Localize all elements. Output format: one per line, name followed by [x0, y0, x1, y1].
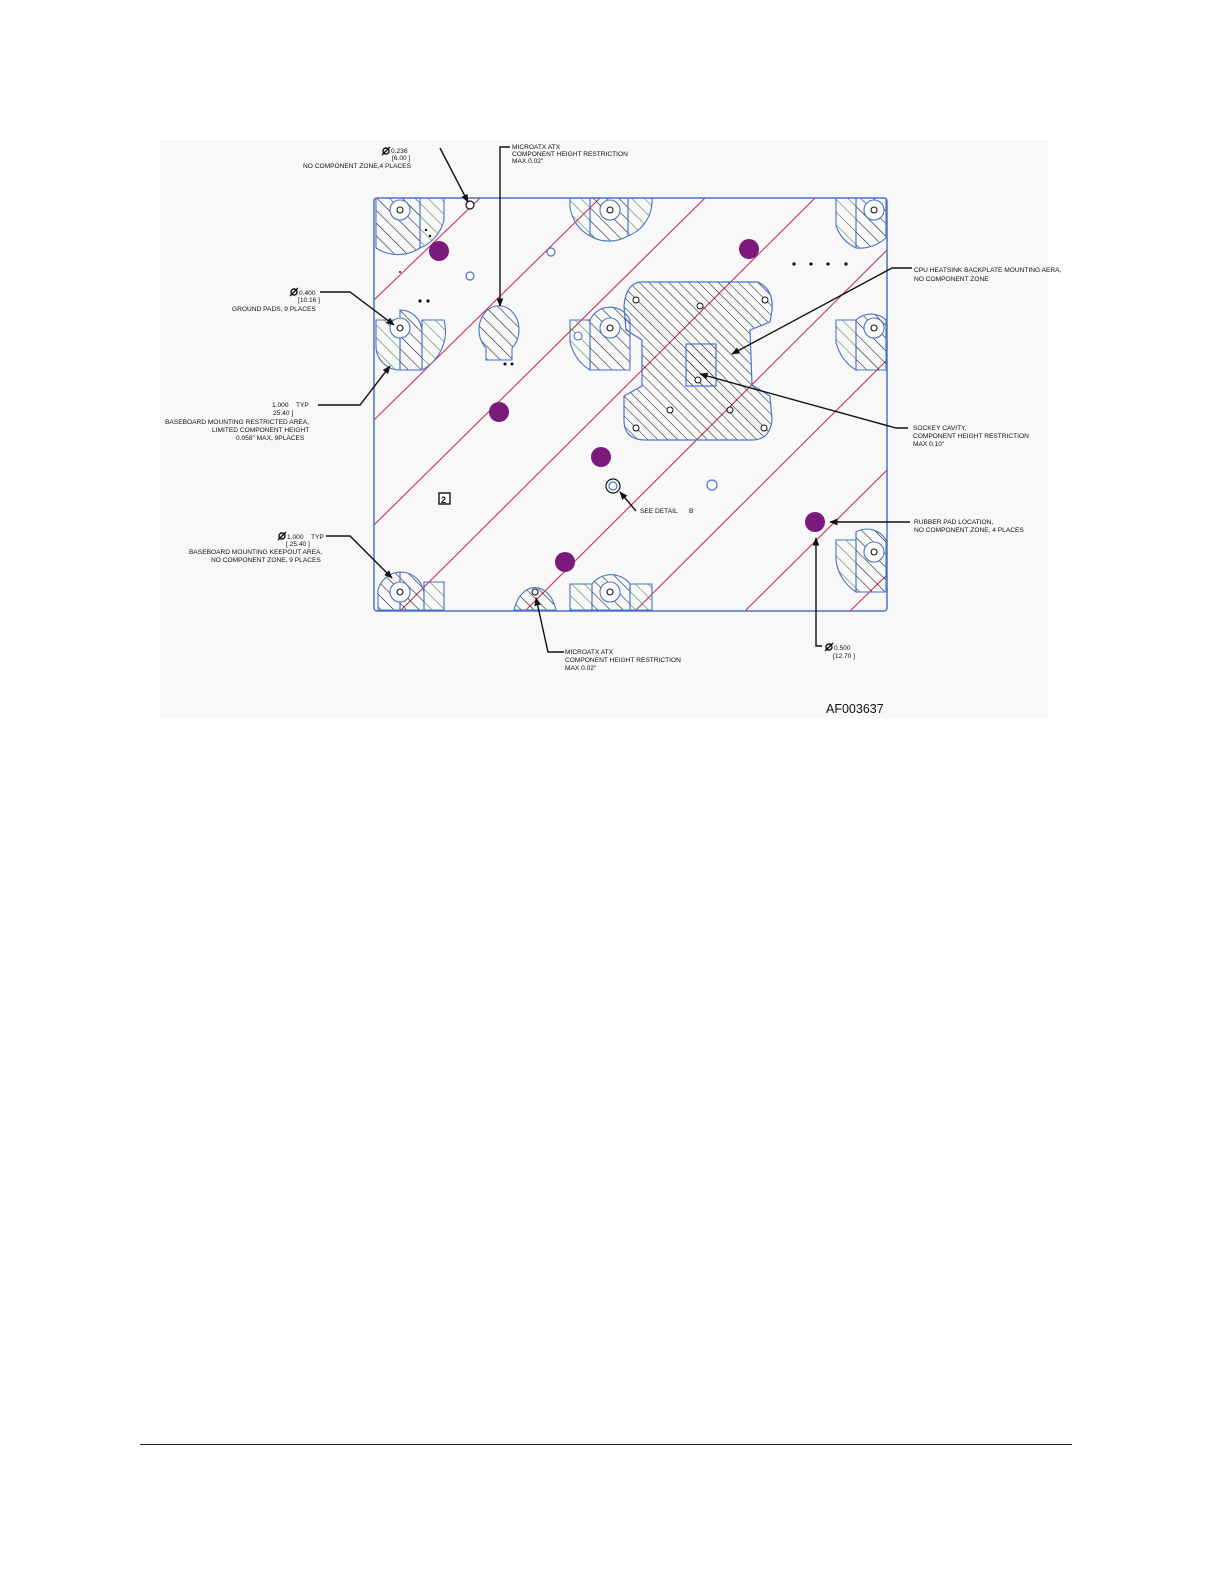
svg-text:MICROATX ATX: MICROATX ATX [565, 649, 614, 656]
diameter-icon [381, 146, 391, 156]
svg-text:SEE DETAIL: SEE DETAIL [640, 508, 678, 515]
diameter-icon [824, 642, 834, 652]
svg-text:SOCKEY CAVITY,: SOCKEY CAVITY, [913, 425, 967, 432]
footer-rule [140, 1444, 1072, 1445]
svg-text:BASEBOARD MOUNTING RESTRICTED: BASEBOARD MOUNTING RESTRICTED AREA, [165, 419, 309, 426]
svg-text:[10.16 ]: [10.16 ] [298, 297, 320, 304]
microatx-top-restriction [478, 305, 520, 366]
svg-text:GROUND PADS, 9 PLACES: GROUND PADS, 9 PLACES [232, 306, 316, 313]
svg-text:TYP: TYP [311, 534, 324, 541]
purple-pads [429, 239, 825, 572]
svg-text:[12.70 ]: [12.70 ] [833, 653, 855, 660]
svg-text:NO COMPONENT ZONE, 9 PLACES: NO COMPONENT ZONE, 9 PLACES [211, 557, 321, 564]
callout-cpu-backplate: CPU HEATSINK BACKPLATE MOUNTING AERA, NO… [914, 267, 1062, 283]
svg-text:B: B [689, 508, 694, 515]
mounting-keepout-areas [375, 197, 887, 611]
diameter-symbols [277, 146, 834, 652]
keepout-mid-left [375, 309, 446, 371]
marker-label: 2 [441, 495, 446, 505]
callout-keepout-area: 1.000 TYP [ 25.40 ] BASEBOARD MOUNTING K… [189, 534, 324, 564]
svg-text:COMPONENT HEIGHT RESTRICTION: COMPONENT HEIGHT RESTRICTION [565, 657, 681, 664]
keepout-mid-right [835, 313, 887, 371]
svg-text:BASEBOARD MOUNTING KEEPOUT ARE: BASEBOARD MOUNTING KEEPOUT AREA, [189, 549, 322, 556]
svg-text:0.500: 0.500 [834, 645, 851, 652]
svg-text:25.40 ]: 25.40 ] [273, 410, 293, 417]
svg-text:NO COMPONENT ZONE,4 PLACES: NO COMPONENT ZONE,4 PLACES [303, 163, 412, 170]
svg-text:LIMITED COMPONENT HEIGHT: LIMITED COMPONENT HEIGHT [212, 427, 309, 434]
small-holes [465, 200, 718, 494]
board-outline [373, 197, 888, 612]
svg-text:MAX 0.02": MAX 0.02" [512, 158, 544, 165]
restricted-hatch-lines [374, 198, 887, 611]
svg-text:0.058" MAX, 9PLACES: 0.058" MAX, 9PLACES [236, 435, 305, 442]
figure-id: AF003637 [826, 702, 884, 716]
keepout-top-right [835, 197, 887, 249]
keepout-center [569, 306, 631, 371]
diameter-icon [289, 287, 299, 297]
svg-text:[6.00 ]: [6.00 ] [392, 155, 410, 162]
keepout-bottom-left [377, 571, 445, 611]
callout-restricted-area: 1.000 TYP 25.40 ] BASEBOARD MOUNTING RES… [165, 402, 309, 442]
callout-ground-pads: 0.400 [10.16 ] GROUND PADS, 9 PLACES [232, 290, 320, 313]
keepout-top-left [375, 197, 445, 256]
svg-text:MAX 0.02": MAX 0.02" [565, 665, 597, 672]
svg-text:NO COMPONENT ZONE: NO COMPONENT ZONE [914, 276, 989, 283]
svg-text:CPU HEATSINK BACKPLATE MOUNTIN: CPU HEATSINK BACKPLATE MOUNTING AERA, [914, 267, 1062, 274]
keepout-bottom-middle [569, 574, 653, 611]
svg-text:TYP: TYP [296, 402, 309, 409]
leader-lines [318, 146, 912, 653]
callout-hole-236: 0.236 [6.00 ] NO COMPONENT ZONE,4 PLACES [303, 148, 412, 170]
callout-rubber-pad: RUBBER PAD LOCATION, NO COMPONENT ZONE, … [914, 519, 1024, 534]
callout-see-detail: SEE DETAIL B [640, 508, 694, 515]
svg-text:1.000: 1.000 [272, 402, 289, 409]
callout-microatx-top: MICROATX ATX COMPONENT HEIGHT RESTRICTIO… [512, 144, 628, 165]
callout-microatx-bottom: MICROATX ATX COMPONENT HEIGHT RESTRICTIO… [565, 649, 681, 672]
svg-text:COMPONENT HEIGHT RESTRICTION: COMPONENT HEIGHT RESTRICTION [913, 433, 1029, 440]
svg-text:COMPONENT HEIGHT RESTRICTION: COMPONENT HEIGHT RESTRICTION [512, 151, 628, 158]
keepout-bottom-microatx [513, 586, 557, 611]
marker-box: 2 [438, 492, 451, 505]
svg-text:0.400: 0.400 [299, 290, 316, 297]
callout-socket-cavity: SOCKEY CAVITY, COMPONENT HEIGHT RESTRICT… [913, 425, 1029, 448]
diameter-icon [277, 531, 287, 541]
svg-text:MICROATX ATX: MICROATX ATX [512, 144, 561, 151]
svg-text:[ 25.40 ]: [ 25.40 ] [286, 541, 310, 548]
cpu-backplate-area [623, 281, 773, 441]
svg-text:0.236: 0.236 [391, 148, 408, 155]
svg-text:MAX 0.10": MAX 0.10" [913, 441, 945, 448]
keepout-bottom-right [835, 528, 887, 594]
svg-text:RUBBER PAD LOCATION,: RUBBER PAD LOCATION, [914, 519, 993, 526]
callout-pad-500: 0.500 [12.70 ] [833, 645, 855, 660]
svg-text:NO COMPONENT ZONE, 4 PLACES: NO COMPONENT ZONE, 4 PLACES [914, 527, 1024, 534]
small-dots [399, 228, 848, 303]
svg-text:1.000: 1.000 [287, 534, 304, 541]
keepout-top-middle [569, 197, 653, 242]
